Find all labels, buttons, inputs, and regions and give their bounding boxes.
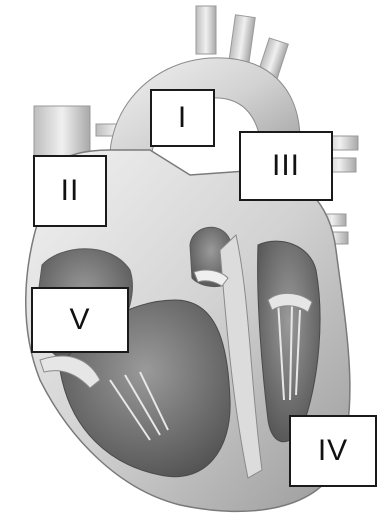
label-box-iii: III xyxy=(239,131,333,201)
label-box-iv: IV xyxy=(289,415,377,487)
label-box-ii: II xyxy=(33,155,107,227)
label-box-i: I xyxy=(150,89,215,147)
label-box-v: V xyxy=(31,287,129,353)
